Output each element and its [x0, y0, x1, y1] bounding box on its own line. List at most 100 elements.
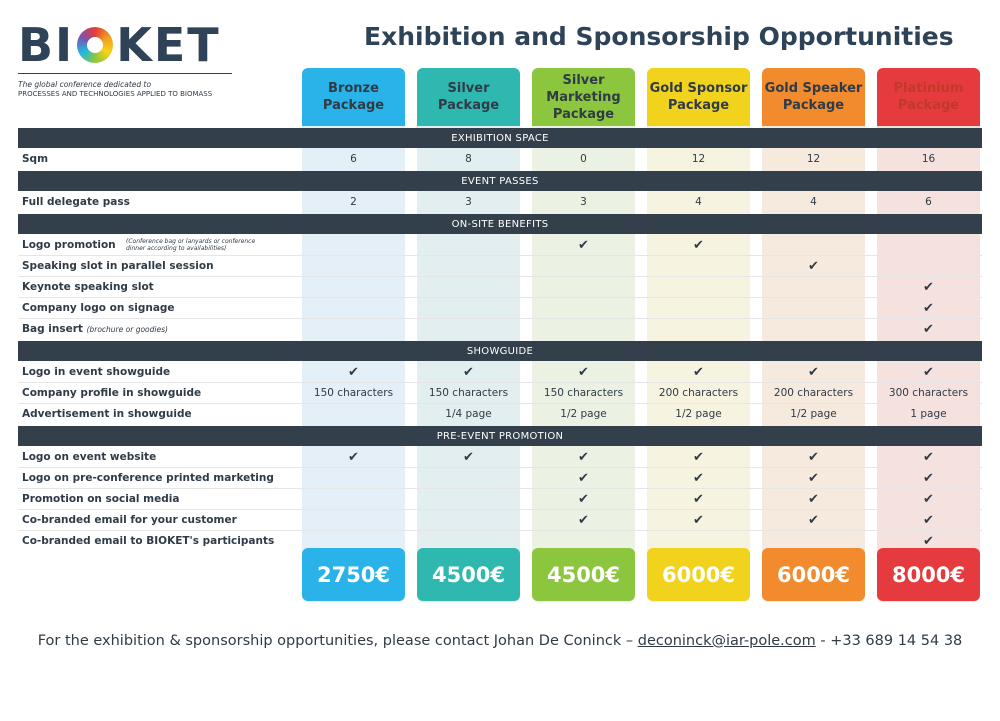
row-divider: [18, 509, 982, 510]
check-icon: ✔: [578, 471, 589, 486]
table-cell: 150 characters: [428, 387, 509, 399]
row-label-text: Speaking slot in parallel session: [22, 260, 214, 272]
row-label-text: Bag insert: [22, 323, 83, 335]
table-cell: 4: [695, 196, 702, 208]
table-cell: 1/2 page: [675, 408, 722, 420]
check-icon: ✔: [693, 471, 704, 486]
row-label-text: Company profile in showguide: [22, 387, 202, 399]
row-label-text: Logo promotion: [22, 239, 116, 251]
row-label: Bag insert (brochure or goodies): [22, 319, 168, 340]
table-cell: 1/2 page: [560, 408, 607, 420]
logo-tagline-2: PROCESSES AND TECHNOLOGIES APPLIED TO BI…: [18, 90, 213, 98]
check-icon: ✔: [693, 450, 704, 465]
check-icon: ✔: [693, 492, 704, 507]
check-icon: ✔: [693, 365, 704, 380]
row-label-text: Company logo on signage: [22, 302, 175, 314]
table-cell: 300 characters: [888, 387, 969, 399]
table-cell: 6: [925, 196, 932, 208]
row-subnote: (Conference bag or lanyards or conferenc…: [126, 238, 256, 245]
logo-divider: [18, 73, 232, 74]
logo-tagline-1: The global conference dedicated to: [18, 80, 152, 89]
package-column-bg: [647, 126, 750, 602]
table-cell: 16: [921, 153, 936, 165]
row-divider: [18, 382, 982, 383]
footer-phone: - +33 689 14 54 38: [815, 633, 963, 649]
table-cell: 1 page: [910, 408, 947, 420]
row-label-text: Promotion on social media: [22, 493, 180, 505]
row-divider: [18, 488, 982, 489]
table-cell: 2: [350, 196, 357, 208]
row-label-text: Logo on pre-conference printed marketing: [22, 472, 274, 484]
row-label-text: Advertisement in showguide: [22, 408, 192, 420]
package-name-line1: Gold Speaker: [764, 81, 863, 96]
section-header: EXHIBITION SPACE: [18, 128, 982, 148]
package-name-line2: Package: [437, 98, 500, 113]
package-column-bg: [302, 126, 405, 602]
row-label: Keynote speaking slot: [22, 277, 154, 298]
check-icon: ✔: [923, 322, 934, 337]
check-icon: ✔: [923, 513, 934, 528]
table-cell: 150 characters: [313, 387, 394, 399]
check-icon: ✔: [348, 365, 359, 380]
row-label-text: Co-branded email for your customer: [22, 514, 237, 526]
check-icon: ✔: [578, 450, 589, 465]
row-subnote: dinner according to availabilities): [126, 245, 227, 252]
package-column-bg: [532, 126, 635, 602]
contact-footer: For the exhibition & sponsorship opportu…: [0, 633, 1000, 649]
package-price: 6000€: [647, 548, 750, 601]
section-header: SHOWGUIDE: [18, 341, 982, 361]
package-name-line1: Silver Marketing: [546, 72, 621, 105]
row-divider: [18, 403, 982, 404]
package-name-line1: Platinium: [893, 81, 964, 96]
package-price: 4500€: [417, 548, 520, 601]
row-divider: [18, 318, 982, 319]
table-cell: 3: [465, 196, 472, 208]
check-icon: ✔: [808, 259, 819, 274]
check-icon: ✔: [578, 365, 589, 380]
row-divider: [18, 530, 982, 531]
section-header: ON-SITE BENEFITS: [18, 214, 982, 234]
check-icon: ✔: [693, 238, 704, 253]
package-price: 2750€: [302, 548, 405, 601]
logo-color-wheel-icon: [77, 27, 114, 63]
package-name-line1: Bronze: [328, 81, 379, 96]
package-name-line2: Package: [322, 98, 385, 113]
check-icon: ✔: [923, 534, 934, 549]
table-cell: 4: [810, 196, 817, 208]
logo-text-right: KET: [116, 18, 221, 72]
row-label: Advertisement in showguide: [22, 404, 192, 425]
row-divider: [18, 255, 982, 256]
row-label: Logo on pre-conference printed marketing: [22, 468, 274, 489]
package-column-bg: [417, 126, 520, 602]
row-label: Sqm: [22, 149, 48, 170]
package-price: 8000€: [877, 548, 980, 601]
package-column-bg: [762, 126, 865, 602]
check-icon: ✔: [808, 513, 819, 528]
row-label: Company logo on signage: [22, 298, 175, 319]
table-cell: 1/4 page: [445, 408, 492, 420]
table-cell: 6: [350, 153, 357, 165]
check-icon: ✔: [808, 471, 819, 486]
table-cell: 150 characters: [543, 387, 624, 399]
contact-email-link[interactable]: deconinck@iar-pole.com: [637, 633, 816, 649]
package-price: 6000€: [762, 548, 865, 601]
row-label: Co-branded email to BIOKET's participant…: [22, 531, 274, 552]
check-icon: ✔: [923, 471, 934, 486]
check-icon: ✔: [463, 365, 474, 380]
check-icon: ✔: [578, 492, 589, 507]
page-title: Exhibition and Sponsorship Opportunities: [364, 22, 954, 51]
row-label: Speaking slot in parallel session: [22, 256, 214, 277]
check-icon: ✔: [578, 513, 589, 528]
row-label-text: Full delegate pass: [22, 196, 130, 208]
check-icon: ✔: [463, 450, 474, 465]
row-divider: [18, 467, 982, 468]
